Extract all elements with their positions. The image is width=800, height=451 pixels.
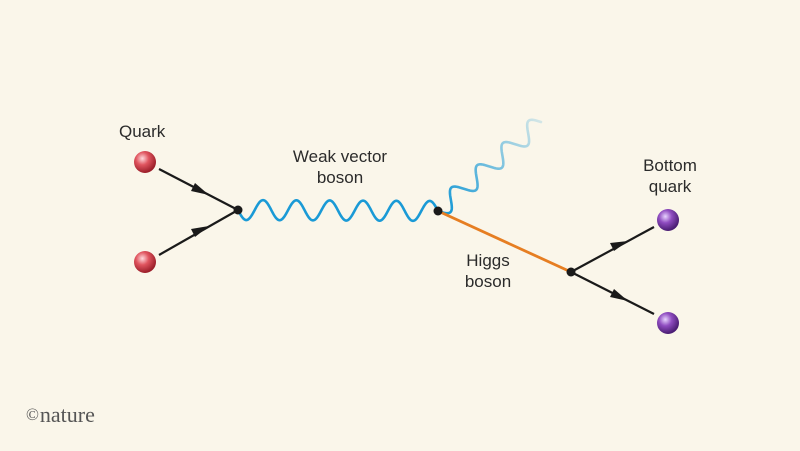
bottom-quark-line-top [570,226,655,273]
nature-copyright: ©nature [26,403,95,427]
bottom-label-line1: Bottom [643,156,697,175]
higgs-boson-line [437,209,572,274]
bottom-quark-label: Bottom quark [620,155,720,197]
arrow-icon [191,226,209,237]
nature-logo-text: nature [39,402,95,427]
emitted-weak-boson-line [436,118,543,215]
vertex-dot [233,205,243,215]
weak-label-line2: boson [316,168,364,187]
higgs-boson-label: Higgs boson [448,250,528,292]
quark-particle-top [134,151,156,173]
bottom-quark-particle-bottom [657,312,679,334]
arrow-icon [610,241,628,251]
weak-vector-boson-line [236,198,440,223]
weak-label-line1: Weak vector [292,147,388,166]
quark-label: Quark [119,122,166,141]
vertex-dot [433,206,443,216]
higgs-label-line1: Higgs [466,251,510,270]
arrow-icon [191,183,209,195]
bottom-quark-particle-top [657,209,679,231]
weak-vector-boson-label: Weak vector boson [270,146,410,188]
copyright-symbol: © [26,405,39,424]
arrow-icon [610,289,628,301]
vertex-dot [566,267,576,277]
higgs-label-line2: boson [464,272,512,291]
bottom-label-line2: quark [648,177,692,196]
quark-particle-bottom [134,251,156,273]
